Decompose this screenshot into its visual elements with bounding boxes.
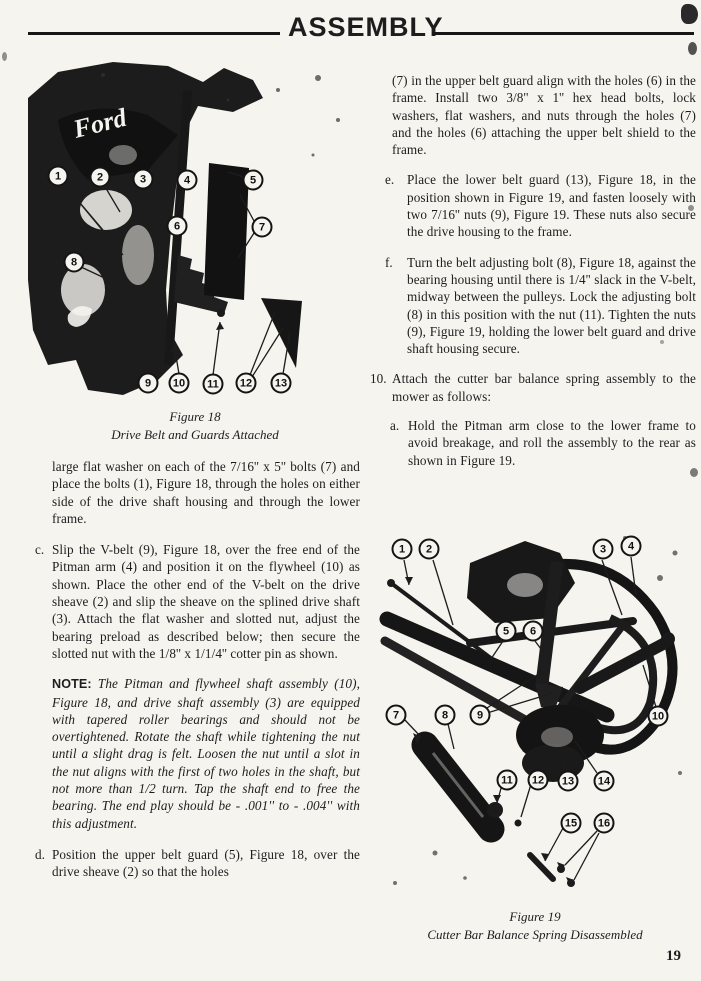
step-10-label: 10. (370, 371, 387, 387)
callout-7: 7 (251, 216, 273, 238)
callout-9: 9 (469, 704, 491, 726)
step-d-text: Position the upper belt guard (5), Figur… (52, 846, 360, 880)
scan-speck (660, 340, 664, 344)
callout-5: 5 (242, 169, 264, 191)
step-c-text: Slip the V-belt (9), Figure 18, over the… (52, 542, 360, 661)
callout-5: 5 (495, 620, 517, 642)
figure-18-caption-subtitle: Drive Belt and Guards Attached (111, 427, 279, 442)
step-10a-label: a. (390, 418, 400, 434)
callout-4: 4 (620, 535, 642, 557)
page-header: ASSEMBLY (0, 8, 701, 52)
step-e-text: Place the lower belt guard (13), Figure … (407, 172, 696, 240)
step-d: d. Position the upper belt guard (5), Fi… (35, 846, 360, 881)
step-c-label: c. (35, 542, 45, 558)
step-f-label: f. (385, 254, 393, 270)
figure-18: Ford (28, 60, 363, 405)
page-title: ASSEMBLY (288, 12, 444, 42)
callout-8: 8 (63, 251, 85, 273)
callout-3: 3 (132, 168, 154, 190)
callout-9: 9 (137, 372, 159, 394)
callout-12: 12 (527, 769, 549, 791)
callout-10: 10 (647, 705, 669, 727)
step-10: 10. Attach the cutter bar balance spring… (370, 370, 696, 405)
figure-19-caption-subtitle: Cutter Bar Balance Spring Disassembled (427, 927, 643, 942)
paragraph-b-continuation: large flat washer on each of the 7/16'' … (52, 459, 360, 526)
callout-8: 8 (434, 704, 456, 726)
step-10a-text: Hold the Pitman arm close to the lower f… (408, 418, 696, 468)
figure-18-caption: Figure 18 Drive Belt and Guards Attached (30, 408, 360, 444)
callout-2: 2 (89, 166, 111, 188)
callout-4: 4 (176, 169, 198, 191)
figure-18-illustration: Ford (28, 62, 340, 395)
callout-16: 16 (593, 812, 615, 834)
callout-14: 14 (593, 770, 615, 792)
callout-11: 11 (202, 373, 224, 395)
header-rule-left (28, 32, 280, 35)
callout-1: 1 (391, 538, 413, 560)
step-10-text: Attach the cutter bar balance spring ass… (392, 371, 696, 404)
header-rule-right (432, 32, 694, 35)
note-label: NOTE: (52, 677, 92, 692)
paragraph-d-continuation: (7) in the upper belt guard align with t… (392, 73, 696, 158)
left-column: large flat washer on each of the 7/16'' … (35, 458, 360, 894)
step-f: f. Turn the belt adjusting bolt (8), Fig… (370, 254, 696, 358)
callout-6: 6 (166, 215, 188, 237)
figure-19-caption-title: Figure 19 (509, 909, 561, 924)
figure-19-illustration (379, 536, 682, 887)
step-c: c. Slip the V-belt (9), Figure 18, over … (35, 541, 360, 662)
step-e-label: e. (385, 172, 395, 188)
callout-6: 6 (522, 620, 544, 642)
callout-1: 1 (47, 165, 69, 187)
callout-3: 3 (592, 538, 614, 560)
scan-speck (690, 468, 698, 477)
scan-speck (2, 52, 7, 61)
callout-2: 2 (418, 538, 440, 560)
callout-15: 15 (560, 812, 582, 834)
scan-speck (688, 42, 697, 55)
page-number: 19 (666, 948, 681, 964)
callout-13: 13 (270, 372, 292, 394)
figure-18-caption-title: Figure 18 (169, 409, 221, 424)
right-column: (7) in the upper belt guard align with t… (370, 72, 696, 481)
callout-13: 13 (557, 770, 579, 792)
callout-12: 12 (235, 372, 257, 394)
callout-7: 7 (385, 704, 407, 726)
scan-speck (681, 4, 698, 24)
callout-11: 11 (496, 769, 518, 791)
step-f-text: Turn the belt adjusting bolt (8), Figure… (407, 254, 696, 357)
step-d-label: d. (35, 846, 45, 862)
step-e: e. Place the lower belt guard (13), Figu… (370, 171, 696, 240)
callout-10: 10 (168, 372, 190, 394)
figure-19-caption: Figure 19 Cutter Bar Balance Spring Disa… (372, 908, 698, 944)
scan-speck (688, 205, 694, 211)
step-10a: a. Hold the Pitman arm close to the lowe… (370, 417, 696, 469)
note-text: The Pitman and flywheel shaft assembly (… (52, 676, 360, 831)
note-paragraph: NOTE: The Pitman and flywheel shaft asse… (52, 675, 360, 832)
